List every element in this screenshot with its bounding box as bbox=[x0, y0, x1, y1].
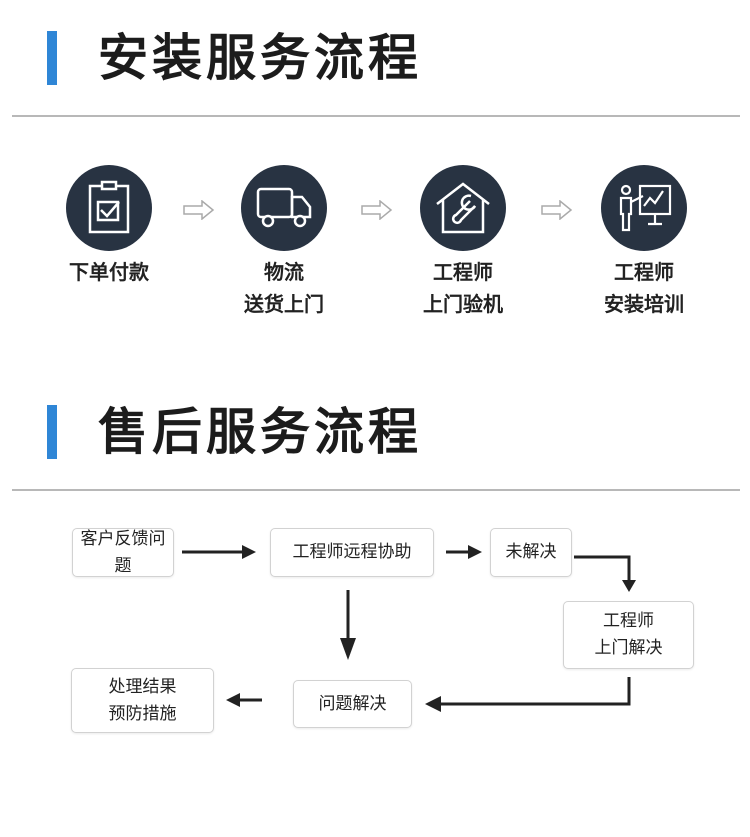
arrow-unresolved-to-onsite bbox=[574, 555, 631, 585]
divider bbox=[12, 115, 740, 117]
arrowhead bbox=[242, 545, 256, 559]
arrowhead bbox=[340, 638, 356, 660]
presentation-trainer-icon bbox=[601, 165, 687, 251]
flow-node-onsite: 工程师上门解决 bbox=[563, 601, 694, 669]
step-label: 工程师安装培训 bbox=[604, 260, 684, 316]
arrowhead bbox=[622, 580, 636, 592]
flow-node-remote: 工程师远程协助 bbox=[270, 528, 434, 577]
flow-node-unresolved: 未解决 bbox=[490, 528, 572, 577]
flow-node-feedback: 客户反馈问题 bbox=[72, 528, 174, 577]
step-arrow-icon bbox=[361, 200, 393, 220]
arrow-onsite-to-resolved bbox=[440, 677, 631, 706]
truck-icon bbox=[241, 165, 327, 251]
house-wrench-icon bbox=[420, 165, 506, 251]
step-label: 物流送货上门 bbox=[244, 260, 324, 316]
aftersales-section-title: 售后服务流程 bbox=[98, 403, 422, 461]
arrowhead bbox=[425, 696, 441, 712]
arrowhead bbox=[226, 693, 240, 707]
divider bbox=[12, 489, 740, 491]
install-section-title: 安装服务流程 bbox=[98, 29, 422, 87]
flow-node-resolved: 问题解决 bbox=[293, 680, 412, 728]
clipboard-check-icon bbox=[66, 165, 152, 251]
step-arrow-icon bbox=[541, 200, 573, 220]
section-accent-bar bbox=[47, 31, 57, 85]
flow-node-result: 处理结果预防措施 bbox=[71, 668, 214, 733]
arrowhead bbox=[468, 545, 482, 559]
step-arrow-icon bbox=[183, 200, 215, 220]
step-label: 工程师上门验机 bbox=[423, 260, 503, 316]
section-accent-bar bbox=[47, 405, 57, 459]
step-label: 下单付款 bbox=[69, 260, 149, 284]
